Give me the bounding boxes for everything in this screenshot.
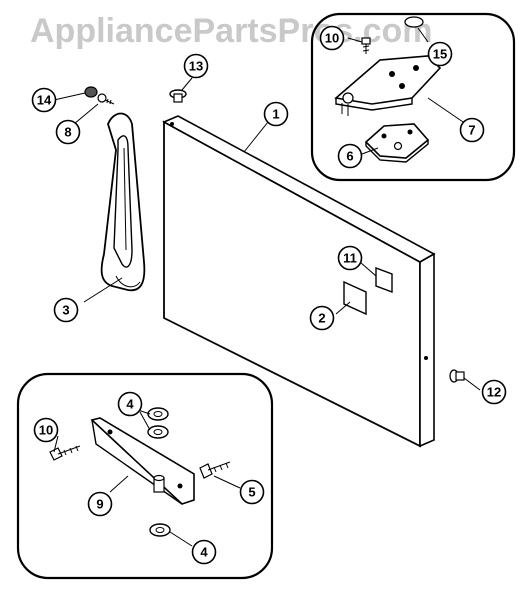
callout-number: 2	[318, 311, 325, 326]
callout-number: 9	[96, 497, 103, 512]
hinge-bracket-part-9	[90, 417, 195, 505]
callout-number: 8	[64, 125, 71, 140]
callout-number: 7	[468, 123, 475, 138]
door-handle-part-3	[100, 112, 146, 292]
door-panel-part-1	[162, 115, 436, 448]
shim-plate-part-6	[364, 123, 430, 163]
callout-number: 11	[343, 251, 357, 266]
screw-part-10-bottom	[49, 445, 81, 461]
callout-number: 4	[126, 397, 134, 412]
callout-number: 12	[487, 385, 501, 400]
bottom-hinge-inset	[16, 372, 274, 580]
plug-part-13	[169, 89, 187, 103]
callout-number: 6	[346, 149, 353, 164]
callout-number: 1	[272, 107, 279, 122]
watermark-text: AppliancePartsPros.com	[30, 12, 432, 50]
callout-number: 10	[325, 31, 339, 46]
callout-number: 5	[248, 485, 255, 500]
screw-part-8	[97, 93, 115, 105]
top-hinge-inset	[310, 12, 516, 182]
callout-number: 14	[37, 93, 52, 108]
cap-part-15	[404, 16, 424, 28]
callout-number: 13	[189, 59, 203, 74]
cap-part-14	[84, 86, 98, 98]
plug-part-12	[449, 369, 465, 383]
callout-number: 4	[200, 545, 208, 560]
callout-number: 15	[433, 47, 447, 62]
washer-part-4-top	[147, 407, 169, 439]
screw-part-10-top	[361, 37, 371, 54]
callout-number: 10	[39, 423, 53, 438]
callout-number: 3	[62, 303, 69, 318]
callout-circles	[31, 25, 507, 565]
bolt-part-5	[199, 461, 231, 479]
washer-part-4-bottom	[149, 523, 171, 537]
hinge-bracket-part-7	[334, 55, 442, 116]
leader-lines	[53, 77, 481, 391]
